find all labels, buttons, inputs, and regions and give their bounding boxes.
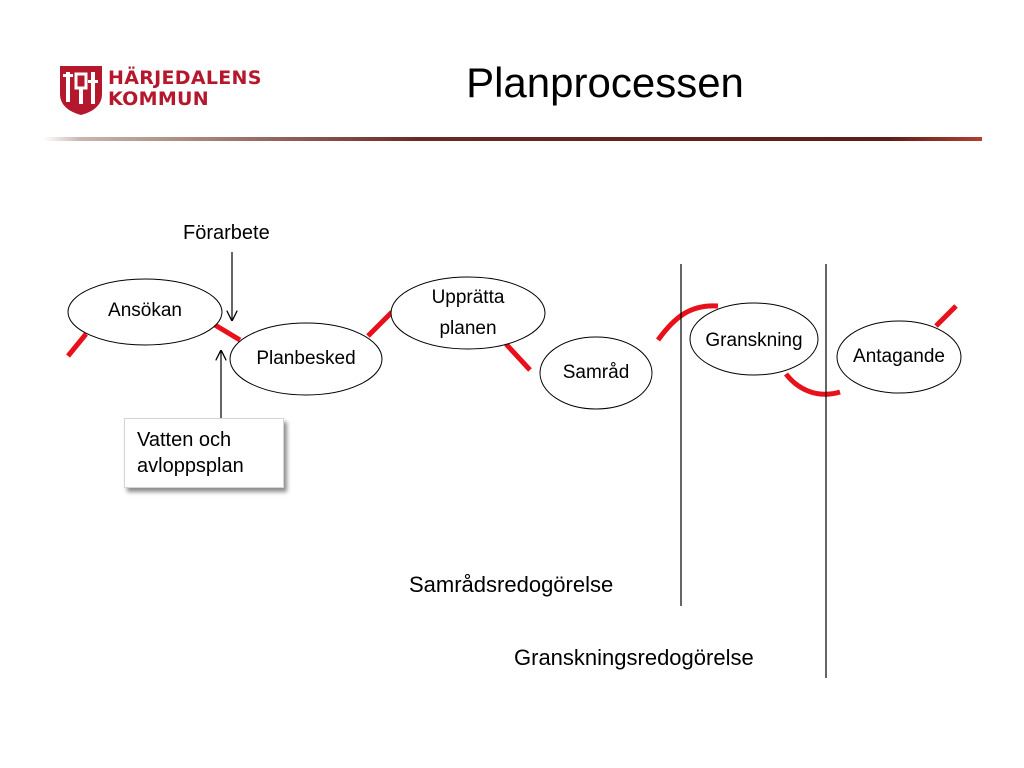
node-samrad <box>539 336 653 410</box>
process-line-segment <box>934 304 958 328</box>
logo-line-2: KOMMUN <box>108 88 209 110</box>
node-ansokan <box>67 278 223 346</box>
page-title: Planprocessen <box>466 59 744 106</box>
forarbete-label: Förarbete <box>183 222 270 244</box>
node-planbesked <box>229 322 383 396</box>
logo-line-1: HÄRJEDALENS <box>108 67 262 89</box>
vatten-avloppsplan-text: Vatten och avloppsplan <box>137 427 244 479</box>
logo-wordmark: HÄRJEDALENS KOMMUN <box>108 68 262 110</box>
vatten-box-line-1: Vatten och <box>137 429 232 451</box>
process-line-segment <box>504 342 532 372</box>
header-divider <box>43 137 982 141</box>
node-uppratta-label-1: Upprätta <box>431 287 505 308</box>
vatten-avloppsplan-box: Vatten och avloppsplan <box>124 418 284 488</box>
node-antagande <box>836 320 962 394</box>
node-granskning-label: Granskning <box>705 330 803 351</box>
harjedalens-kommun-logo: HÄRJEDALENS KOMMUN <box>58 64 278 116</box>
process-line-segment <box>784 372 841 397</box>
samradsredogorelse-label: Samrådsredogörelse <box>409 572 614 597</box>
vatten-box-line-2: avloppsplan <box>137 455 244 477</box>
node-ansokan-label: Ansökan <box>108 300 182 321</box>
node-uppratta-label-2: planen <box>439 318 497 339</box>
granskningsredogorelse-label: Granskningsredogörelse <box>514 645 754 670</box>
process-line-segment <box>366 310 394 338</box>
node-planbesked-label: Planbesked <box>256 348 356 369</box>
node-granskning <box>689 302 819 376</box>
node-samrad-label: Samråd <box>562 362 630 383</box>
coat-of-arms-icon <box>60 66 102 115</box>
node-antagande-label: Antagande <box>853 346 945 367</box>
process-line-segment <box>655 303 719 342</box>
node-uppratta-planen <box>390 276 546 350</box>
process-line-segment <box>66 332 88 358</box>
